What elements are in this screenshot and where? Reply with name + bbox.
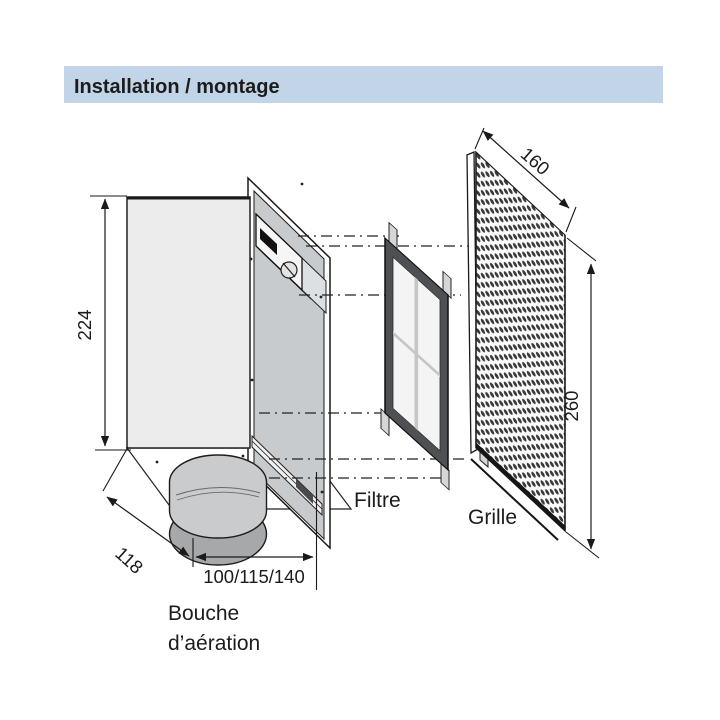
- grille-bottom-edge-line: [470, 458, 559, 541]
- section-header: Installation / montage: [64, 66, 663, 103]
- extension-line: [102, 446, 129, 492]
- dimension-value-260: 260: [561, 391, 582, 422]
- part-labels: Filtre Grille Bouche d’aération: [168, 489, 517, 655]
- frame-screw-hole: [319, 295, 323, 299]
- dimension-224: 224: [74, 195, 131, 451]
- filter-tabs: [380, 221, 452, 491]
- plate-screw-hole: [155, 460, 159, 464]
- dimension-value-118: 118: [111, 542, 147, 577]
- extension-line: [474, 127, 485, 150]
- dial-slot-line: [282, 262, 296, 278]
- frame-screw-hole: [250, 378, 254, 382]
- dimension-diameters: 100/115/140: [192, 472, 318, 590]
- dimension-arrow: [482, 130, 570, 209]
- page-title: Installation / montage: [74, 76, 280, 98]
- label-grille: Grille: [468, 506, 517, 529]
- dimension-arrow: [106, 496, 190, 557]
- filter-cross-bar: [393, 331, 440, 378]
- extension-line: [565, 531, 600, 559]
- dimension-260: 260: [561, 237, 600, 559]
- grille-bottom-band: [476, 442, 565, 531]
- alignment-lines: [259, 235, 470, 479]
- box-front-face: [126, 196, 251, 449]
- label-bouche-line1: Bouche: [168, 602, 239, 625]
- spigot-body: [168, 454, 268, 539]
- vent-box-assembly: [125, 176, 353, 566]
- connector-block: [255, 212, 327, 315]
- grille-perforated-face: [475, 150, 566, 533]
- dimension-value-224: 224: [74, 310, 95, 341]
- mounting-frame-panel: [247, 176, 331, 550]
- rail-latch: [296, 479, 313, 504]
- duct-spigot: [168, 454, 268, 566]
- dimension-value-diameters: 100/115/140: [203, 566, 305, 587]
- label-filtre: Filtre: [354, 489, 401, 512]
- extension-line: [566, 237, 597, 262]
- connector-slot: [260, 228, 277, 255]
- dimension-value-160: 160: [517, 143, 554, 179]
- grille: [466, 150, 566, 541]
- header-bar: [64, 66, 663, 103]
- frame-screw-hole: [300, 182, 304, 186]
- spigot-groove: [175, 487, 261, 496]
- frame-screw-hole: [320, 490, 324, 494]
- plate-screw-hole: [241, 454, 245, 458]
- filter: [380, 221, 452, 491]
- label-bouche-line2: d’aération: [168, 632, 260, 655]
- grille-face-group: [475, 150, 566, 533]
- extension-line: [565, 206, 577, 233]
